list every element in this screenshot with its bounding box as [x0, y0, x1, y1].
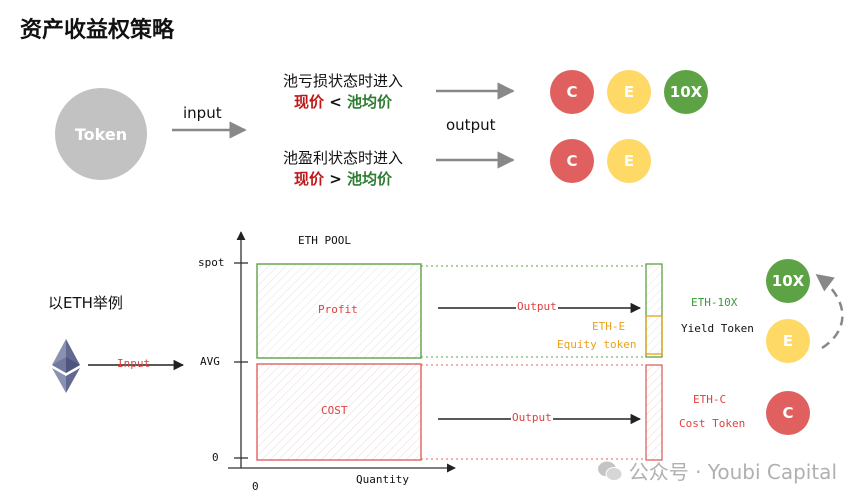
yield-token-label: Yield Token: [681, 322, 754, 335]
bottom-circle-e-label: E: [782, 332, 794, 350]
row2-circle-e: E: [607, 139, 651, 183]
x-tick-zero: 0: [252, 480, 259, 493]
equity-token-label: Equity token: [557, 338, 637, 351]
bottom-circle-10x: 10X: [766, 259, 810, 303]
eth-input-label: Input: [117, 357, 151, 370]
eth-c-label: ETH-C: [693, 393, 727, 406]
eth-logo-icon: [52, 339, 80, 393]
row1-circle-e: E: [607, 70, 651, 114]
token-circle: Token: [55, 88, 147, 180]
cost-label: COST: [321, 404, 348, 417]
y-tick-zero: 0: [212, 451, 219, 464]
watermark: 公众号 · Youbi Capital: [597, 456, 837, 485]
profit-state-condition: 现价 > 池均价: [272, 168, 414, 189]
input-label: input: [183, 104, 222, 122]
loss-state-op: <: [329, 93, 342, 111]
row1-circle-c-label: C: [566, 83, 578, 101]
pool-output-label-2: Output: [511, 411, 553, 424]
row2-circle-e-label: E: [623, 152, 635, 170]
profit-state: 池盈利状态时进入 现价 > 池均价: [272, 147, 414, 189]
cost-token-label: Cost Token: [679, 417, 746, 430]
cost-box: [256, 363, 422, 461]
example-label: 以ETH举例: [48, 294, 123, 312]
bottom-circle-10x-label: 10X: [771, 272, 805, 290]
loss-state-title: 池亏损状态时进入: [282, 72, 403, 90]
bottom-circle-e: E: [766, 319, 810, 363]
row1-circle-c: C: [550, 70, 594, 114]
output-label: output: [446, 116, 496, 134]
profit-label: Profit: [318, 303, 358, 316]
bottom-circle-c: C: [766, 391, 810, 435]
loss-state-left: 现价: [293, 93, 324, 111]
profit-box: [256, 263, 422, 359]
y-tick-spot: spot: [198, 256, 225, 269]
eth-10x-label: ETH-10X: [691, 296, 738, 309]
wechat-icon: [597, 461, 623, 481]
row1-circle-10x: 10X: [664, 70, 708, 114]
profit-state-title: 池盈利状态时进入: [282, 149, 403, 167]
page-title: 资产收益权策略: [20, 18, 175, 43]
x-axis-label: Quantity: [356, 473, 409, 486]
loss-state-right: 池均价: [347, 93, 393, 111]
watermark-text: 公众号 · Youbi Capital: [628, 460, 837, 484]
eth-e-label: ETH-E: [592, 320, 626, 333]
e-to-10x-curved-arrow: [815, 273, 844, 350]
row2-circle-c-label: C: [566, 152, 578, 170]
y-tick-avg: AVG: [200, 355, 220, 368]
row1-circle-10x-label: 10X: [669, 83, 703, 101]
pool-title: ETH POOL: [298, 234, 351, 247]
profit-state-right: 池均价: [347, 170, 393, 188]
row1-circle-e-label: E: [623, 83, 635, 101]
token-label: Token: [74, 124, 128, 144]
profit-state-left: 现价: [293, 170, 324, 188]
eth-e-bar: [645, 315, 663, 355]
loss-state: 池亏损状态时进入 现价 < 池均价: [272, 70, 414, 112]
loss-state-condition: 现价 < 池均价: [272, 91, 414, 112]
row2-circle-c: C: [550, 139, 594, 183]
eth-c-bar: [645, 364, 663, 461]
pool-output-label-1: Output: [516, 300, 558, 313]
eth-10x-bar: [645, 263, 663, 358]
bottom-circle-c-label: C: [782, 404, 794, 422]
profit-state-op: >: [329, 170, 342, 188]
